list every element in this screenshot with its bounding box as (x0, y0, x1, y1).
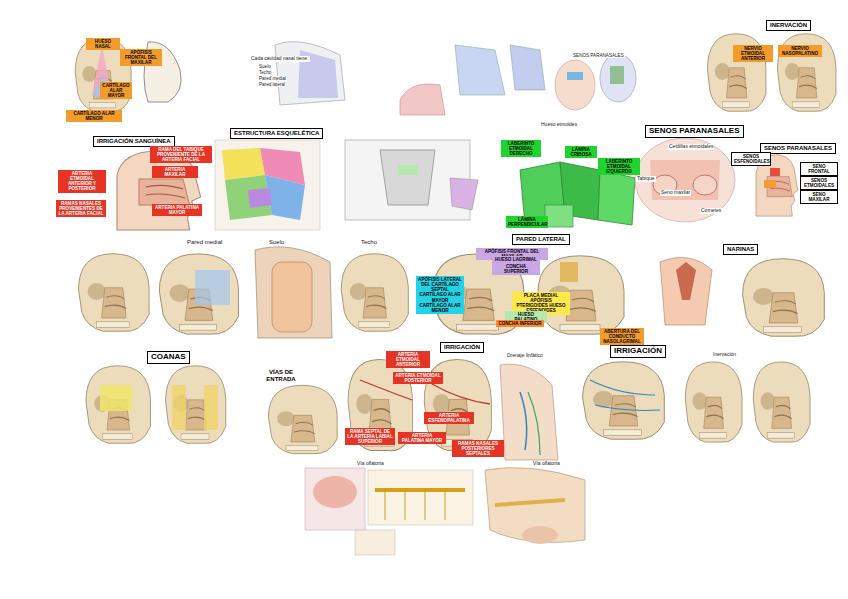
box-text: LÁMINA PERPENDICULAR (508, 217, 546, 227)
sinus-box: SENOS ETMOIDALES (800, 176, 838, 190)
box-text: NERVIO ETMOIDAL ANTERIOR (735, 46, 771, 61)
artery-box: RAMA DEL TABIQUE PROVENIENTE DE LA ARTER… (150, 146, 212, 163)
box-text: LÁMINA CRIBOSA (567, 147, 595, 157)
part-label: Vía olfatoria (532, 461, 561, 467)
bone-box: LABERINTO ETMOIDAL DERECHO (501, 140, 541, 157)
box-text: CONCHA SUPERIOR (494, 264, 538, 274)
label-box: ABERTURA DEL CONDUCTO NASOLAGRIMAL (600, 328, 644, 345)
part-label: Inervación (712, 352, 737, 358)
label-box: CARTÍLAGO ALAR MENOR (66, 110, 122, 122)
sinus-box: SENOS ESFENOIDALES (731, 152, 771, 166)
section-title: VÍAS DE ENTRADA (262, 368, 300, 383)
box-text: SENO MAXILAR (803, 192, 835, 202)
part-label: Suelo (258, 64, 272, 69)
box-text: CONCHA INFERIOR (498, 321, 542, 326)
artery-box: ARTERIA MAXILAR (152, 166, 198, 178)
artery-box: ARTERIA ETMOIDAL ANTERIOR Y POSTERIOR (58, 170, 106, 193)
label-box: NERVIO ETMOIDAL ANTERIOR (733, 45, 773, 62)
box-text: SENOS ETMOIDALES (803, 178, 835, 188)
box-text: IRRIGACIÓN (444, 344, 480, 351)
part-label: Suelo (268, 239, 285, 246)
box-text: RAMAS NASALES POSTERIORES SEPTALES (454, 441, 502, 456)
box-text: ARTERIA PALATINA MAYOR (400, 433, 444, 443)
label-box: HUESO NASAL (86, 38, 120, 50)
box-text: APÓFISIS LATERAL DEL CARTÍLAGO SEPTAL CA… (418, 277, 462, 313)
box-text: LABERINTO ETMOIDAL IZQUIERDO (600, 159, 638, 174)
label-box: CONCHA SUPERIOR (492, 263, 540, 275)
box-text: ARTERIA ETMOIDAL ANTERIOR (388, 352, 428, 367)
artery-box: RAMAS NASALES PROVENIENTES DE LA ARTERIA… (56, 200, 106, 217)
box-text: SENOS PARANASALES (764, 145, 832, 152)
section-title: NARINAS (723, 244, 758, 255)
box-text: SENOS PARANASALES (649, 127, 740, 136)
label-box: APÓFISIS LATERAL DEL CARTÍLAGO SEPTAL CA… (416, 276, 464, 314)
part-label: Cada cavidad nasal tiene: (250, 56, 310, 62)
part-label: Celdillas etmoidales (668, 144, 714, 150)
artery-box: RAMA SEPTAL DE LA ARTERIA LABIAL SUPERIO… (345, 428, 395, 445)
box-text: INERVACIÓN (770, 22, 807, 29)
box-text: VÍAS DE ENTRADA (264, 369, 298, 382)
section-title: PARED LATERAL (512, 234, 570, 245)
section-title: ESTRUCTURA ESQUELÉTICA (230, 128, 323, 139)
part-label: Drenaje linfático (506, 353, 544, 359)
section-title: COANAS (147, 351, 190, 364)
artery-box: ARTERIA ETMOIDAL ANTERIOR (386, 351, 430, 368)
label-box: NERVIO NASOPALATINO (778, 45, 822, 57)
box-text: HUESO NASAL (88, 39, 118, 49)
artery-box: ARTERIA ESFENOPALATINA (424, 412, 474, 424)
box-text: ARTERIA PALATINA MAYOR (154, 205, 200, 215)
box-text: RAMA DEL TABIQUE PROVENIENTE DE LA ARTER… (152, 147, 210, 162)
box-text: PARED LATERAL (516, 236, 566, 243)
box-text: RAMAS NASALES PROVENIENTES DE LA ARTERIA… (58, 201, 104, 216)
part-label: Tabique (636, 176, 656, 182)
bone-box: LABERINTO ETMOIDAL IZQUIERDO (598, 158, 640, 175)
sinus-box: SENO FRONTAL (800, 162, 838, 176)
box-text: ARTERIA ETMOIDAL POSTERIOR (395, 373, 441, 383)
box-text: NERVIO NASOPALATINO (780, 46, 820, 56)
box-text: ARTERIA MAXILAR (154, 167, 196, 177)
box-text: ESTRUCTURA ESQUELÉTICA (234, 130, 319, 137)
box-text: NARINAS (727, 246, 754, 253)
box-text: CARTÍLAGO ALAR MAYOR (102, 83, 130, 98)
part-label: Hueso etmoides (540, 122, 578, 128)
section-title: SENOS PARANASALES (760, 143, 836, 154)
part-label: Pared medial (258, 76, 287, 81)
part-label: Vía olfatoria (356, 461, 385, 467)
part-label: Techo (360, 239, 378, 246)
box-text: SENOS ESFENOIDALES (734, 154, 768, 164)
box-text: CARTÍLAGO ALAR MENOR (68, 111, 120, 121)
box-text: RAMA SEPTAL DE LA ARTERIA LABIAL SUPERIO… (347, 429, 393, 444)
part-label: Techo (258, 70, 272, 75)
box-text: APÓFISIS FRONTAL DEL MAXILAR (122, 50, 160, 65)
label-box: CONCHA INFERIOR (496, 320, 544, 327)
label-box: APÓFISIS FRONTAL DEL MAXILAR (120, 49, 162, 66)
bone-box: LÁMINA PERPENDICULAR (506, 216, 548, 228)
box-text: ABERTURA DEL CONDUCTO NASOLAGRIMAL (602, 329, 642, 344)
box-text: HUESO LAGRIMAL (494, 257, 538, 262)
box-text: IRRIGACIÓN (614, 347, 662, 356)
label-box: CARTÍLAGO ALAR MAYOR (100, 82, 132, 99)
section-title: IRRIGACIÓN (440, 342, 484, 353)
bone-box: LÁMINA CRIBOSA (565, 146, 597, 158)
box-text: IRRIGACIÓN SANGUÍNEA (97, 138, 171, 145)
inervacion-title: INERVACIÓN (766, 20, 811, 31)
box-text: ARTERIA ESFENOPALATINA (426, 413, 472, 423)
part-label: Pared lateral (258, 82, 286, 87)
artery-box: ARTERIA PALATINA MAYOR (398, 432, 446, 444)
box-text: LABERINTO ETMOIDAL DERECHO (503, 141, 539, 156)
part-label: SENOS PARANASALES (572, 53, 625, 58)
artery-box: ARTERIA PALATINA MAYOR (152, 204, 202, 216)
part-label: Seno maxilar (660, 190, 691, 196)
box-text: ARTERIA ETMOIDAL ANTERIOR Y POSTERIOR (60, 171, 104, 192)
part-label: Pared medial (186, 239, 223, 246)
artery-box: RAMAS NASALES POSTERIORES SEPTALES (452, 440, 504, 457)
section-title: IRRIGACIÓN (610, 345, 666, 358)
part-label: Cornetes (700, 208, 722, 214)
artery-box: ARTERIA ETMOIDAL POSTERIOR (393, 372, 443, 384)
box-text: COANAS (151, 353, 186, 362)
box-text: SENO FRONTAL (803, 164, 835, 174)
sinus-box: SENO MAXILAR (800, 190, 838, 204)
section-title: SENOS PARANASALES (645, 125, 744, 138)
